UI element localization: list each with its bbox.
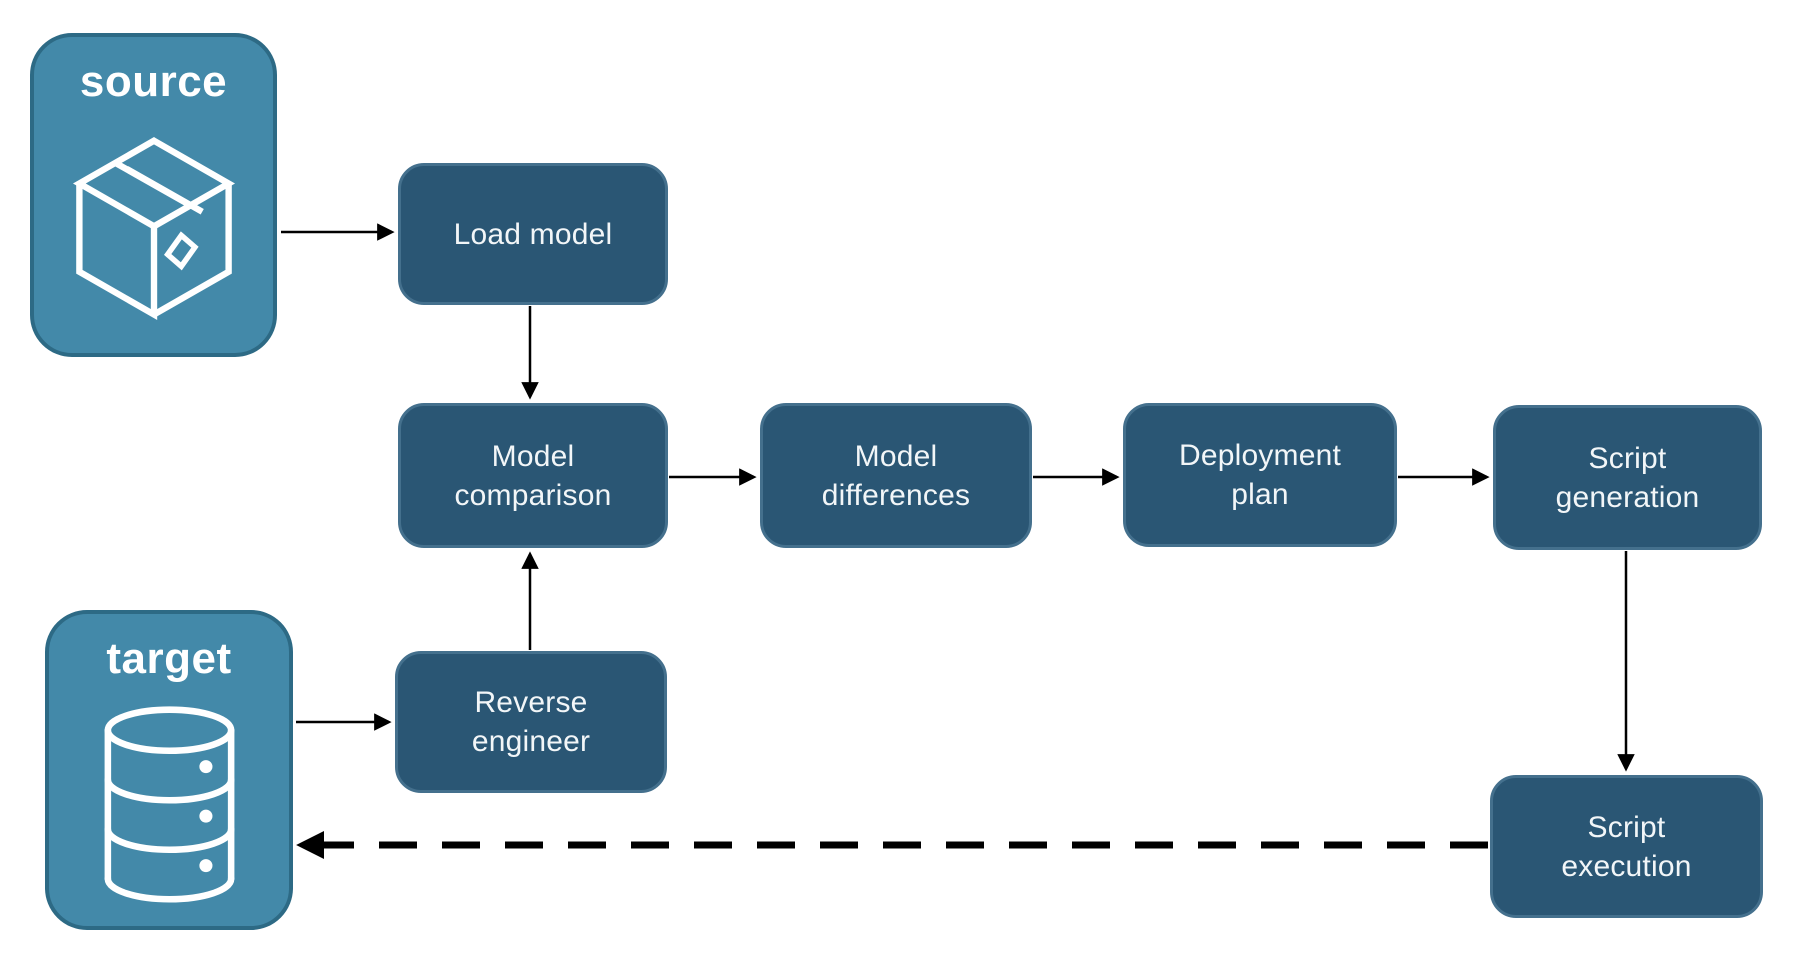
entity-source-label: source	[79, 57, 228, 106]
entity-target-label: target	[106, 634, 232, 683]
node-script-generation: Script generation	[1493, 405, 1762, 550]
node-script-execution: Script execution	[1490, 775, 1763, 918]
node-deployment-plan: Deployment plan	[1123, 403, 1397, 547]
node-model-comparison-label: Model comparison	[454, 439, 612, 512]
node-model-comparison: Model comparison	[398, 403, 668, 548]
node-load-model: Load model	[398, 163, 668, 305]
node-script-execution-label: Script execution	[1561, 810, 1692, 883]
node-model-differences: Model differences	[760, 403, 1032, 548]
database-icon	[92, 682, 247, 926]
node-reverse-engineer-label: Reverse engineer	[471, 686, 591, 758]
node-load-model-label: Load model	[453, 217, 613, 251]
node-reverse-engineer: Reverse engineer	[395, 651, 667, 793]
entity-target: target	[45, 610, 293, 930]
node-model-differences-label: Model differences	[821, 439, 971, 512]
node-script-generation-label: Script generation	[1555, 441, 1700, 514]
package-icon	[63, 105, 245, 353]
entity-source: source	[30, 33, 277, 357]
node-deployment-plan-label: Deployment plan	[1178, 439, 1342, 511]
